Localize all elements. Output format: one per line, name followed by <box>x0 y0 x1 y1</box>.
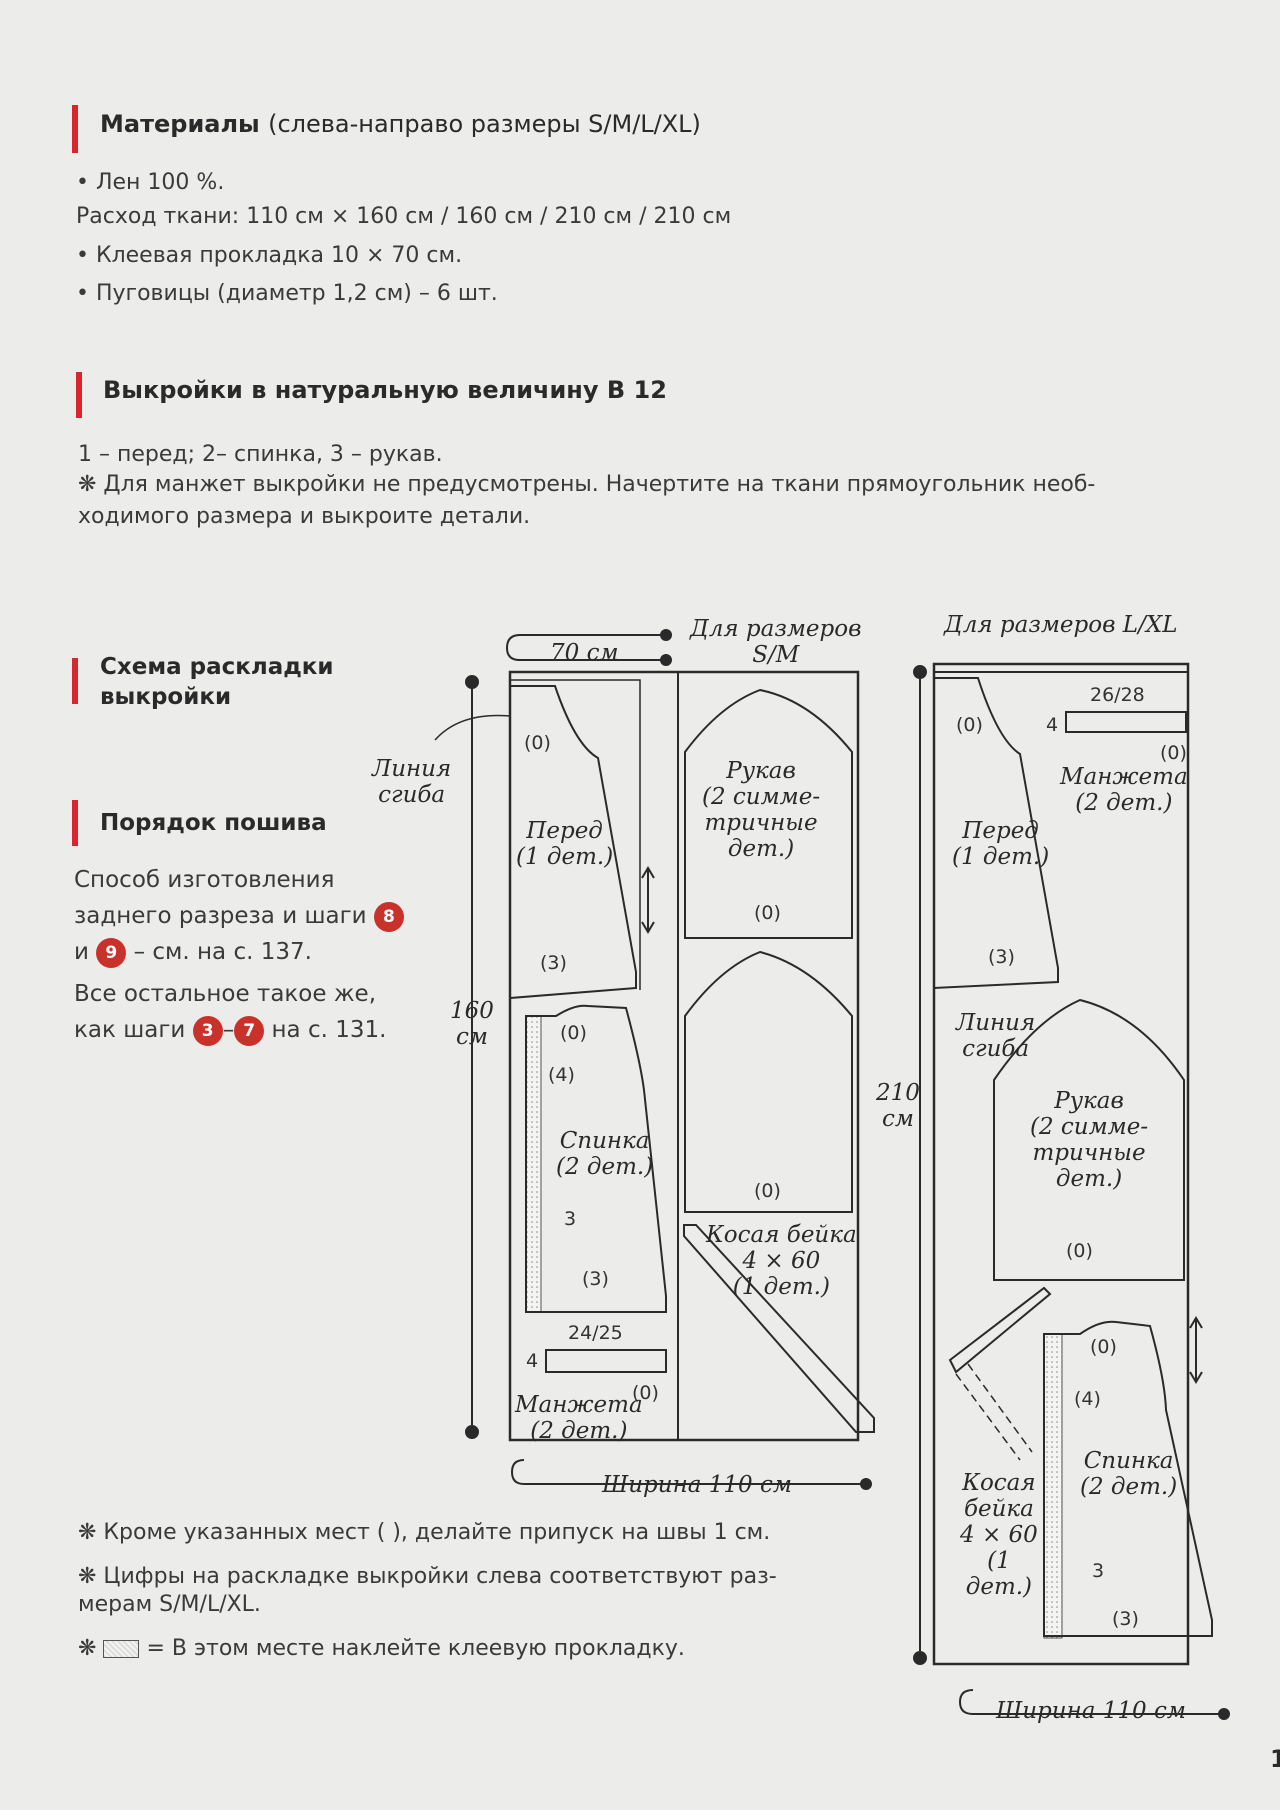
allowance-mark: (0) <box>1160 742 1187 764</box>
allowance-mark: 4 <box>1046 714 1059 736</box>
diagram-sm-title: Для размеров S/M <box>690 616 862 668</box>
layout-scheme-heading: Схема раскладки выкройки <box>100 654 334 710</box>
sleeve-piece-lxl <box>993 998 1185 1281</box>
back-label-sm: Спинка (2 дет.) <box>556 1128 654 1180</box>
bias-tape-sm <box>683 1224 875 1433</box>
front-piece-sm <box>509 685 637 1000</box>
allowance-mark: (3) <box>1112 1608 1139 1630</box>
materials-item-linen: • Лен 100 %. <box>76 170 225 195</box>
allowance-mark: (0) <box>754 1180 781 1202</box>
back-piece-lxl <box>1043 1320 1213 1637</box>
fabric-consumption: Расход ткани: 110 см × 160 см / 160 см /… <box>76 204 732 229</box>
allowance-mark: 3 <box>564 1208 577 1230</box>
sleeve-piece-sm-2 <box>684 950 853 1213</box>
allowance-mark: (0) <box>754 902 781 924</box>
allowance-mark: (0) <box>632 1382 659 1404</box>
patterns-heading: Выкройки в натуральную величину В 12 <box>103 376 667 404</box>
step-badge: 7 <box>234 1015 265 1046</box>
allowance-mark: (3) <box>988 946 1015 968</box>
allowance-mark: (3) <box>582 1268 609 1290</box>
sleeve-label-sm: Рукав (2 симме- тричные дет.) <box>702 758 821 862</box>
front-label-sm: Перед (1 дет.) <box>516 818 614 870</box>
section-accent-bar <box>72 105 78 153</box>
patterns-list: 1 – перед; 2– спинка, 3 – рукав. <box>78 442 443 467</box>
fold-line-label-sm: Линия сгиба <box>372 756 452 808</box>
note-seam-allowance: ❋ Кроме указанных мест ( ), делайте прип… <box>78 1520 771 1545</box>
section-accent-bar <box>76 372 82 418</box>
step-badge: 9 <box>96 937 127 968</box>
sewing-text: Способ изготовления заднего разреза и ша… <box>74 862 404 1048</box>
allowance-mark: (0) <box>1090 1336 1117 1358</box>
fabric-sm <box>508 670 860 1442</box>
materials-heading: Материалы (слева-направо размеры S/M/L/X… <box>100 110 701 138</box>
allowance-mark: (3) <box>540 952 567 974</box>
allowance-mark: (0) <box>1066 1240 1093 1262</box>
allowance-mark: (0) <box>560 1022 587 1044</box>
back-label-lxl: Спинка (2 дет.) <box>1080 1448 1178 1500</box>
cuff-label-lxl: Манжета (2 дет.) <box>1060 764 1188 816</box>
step-badge: 3 <box>192 1015 223 1046</box>
cuff-size-lxl: 26/28 <box>1090 684 1145 706</box>
cuff-label-sm: Манжета (2 дет.) <box>515 1392 643 1444</box>
front-label-lxl: Перед (1 дет.) <box>952 818 1050 870</box>
step-badge: 8 <box>373 901 404 932</box>
sewing-heading: Порядок пошива <box>100 810 327 836</box>
patterns-note-line1: ❋ Для манжет выкройки не предусмотрены. … <box>78 472 1096 497</box>
interfacing-swatch-icon <box>103 1640 140 1658</box>
allowance-mark: 3 <box>1092 1560 1105 1582</box>
allowance-mark: (4) <box>548 1064 575 1086</box>
width-label-bottom-sm: Ширина 110 см <box>602 1472 792 1498</box>
fold-line-label-lxl: Линия сгиба <box>956 1010 1036 1062</box>
width-marker-top <box>505 634 666 661</box>
width-label-bottom-lxl: Ширина 110 см <box>996 1698 1186 1724</box>
width-label-top: 70 см <box>550 640 619 666</box>
allowance-mark: (4) <box>1074 1388 1101 1410</box>
allowance-mark: (0) <box>956 714 983 736</box>
back-piece-sm <box>525 1004 667 1313</box>
section-accent-bar <box>72 658 78 704</box>
allowance-mark: 4 <box>526 1350 539 1372</box>
height-label-sm: 160 см <box>450 998 494 1050</box>
bias-tape-label-lxl: Косая бейка 4 × 60 (1 дет.) <box>960 1470 1038 1600</box>
sleeve-label-lxl: Рукав (2 симме- тричные дет.) <box>1030 1088 1149 1192</box>
bias-tape-label-sm: Косая бейка 4 × 60 (1 дет.) <box>706 1222 857 1300</box>
allowance-mark: (0) <box>524 732 551 754</box>
note-interfacing: ❋ = В этом месте наклейте клеевую прокла… <box>78 1636 685 1661</box>
front-piece-lxl <box>933 677 1059 990</box>
note-size-numbers-line2: мерам S/M/L/XL. <box>78 1592 261 1617</box>
diagram-lxl-title: Для размеров L/XL <box>944 612 1178 638</box>
cuff-size-sm: 24/25 <box>568 1322 623 1344</box>
cuff-sm <box>545 1349 667 1373</box>
bias-tape-lxl <box>948 1286 1052 1374</box>
sleeve-piece-sm <box>684 688 853 939</box>
fabric-lxl <box>932 662 1190 1666</box>
cuff-lxl <box>1065 711 1187 733</box>
materials-item-interfacing: • Клеевая прокладка 10 × 70 см. <box>76 243 463 268</box>
note-size-numbers-line1: ❋ Цифры на раскладке выкройки слева соот… <box>78 1564 777 1589</box>
height-label-lxl: 210 см <box>876 1080 920 1132</box>
materials-item-buttons: • Пуговицы (диаметр 1,2 см) – 6 шт. <box>76 281 498 306</box>
patterns-note-line2: ходимого размера и выкроите детали. <box>78 504 531 529</box>
materials-size-note: (слева-направо размеры S/M/L/XL) <box>268 110 701 138</box>
page-number: 1 <box>1270 1745 1280 1773</box>
section-accent-bar <box>72 800 78 846</box>
